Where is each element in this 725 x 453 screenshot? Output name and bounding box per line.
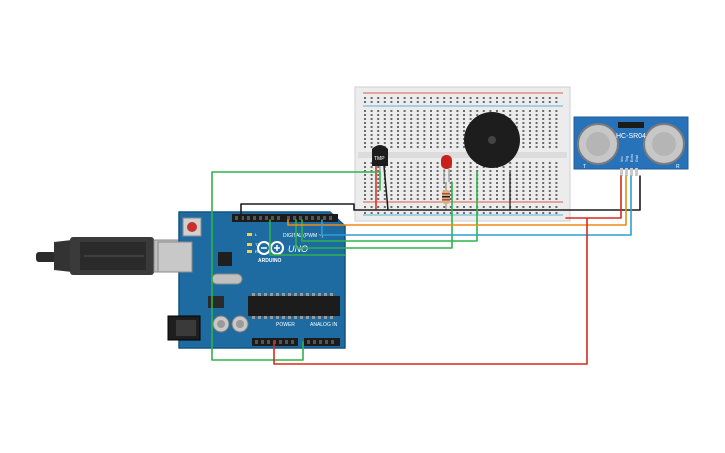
- wire-red-5v[interactable]: [273, 175, 622, 365]
- l-label: L: [255, 232, 258, 237]
- sensor-r-mark: R: [676, 164, 680, 170]
- sensor-t-mark: T: [583, 164, 586, 170]
- wire-orange-trig[interactable]: [287, 175, 627, 226]
- sensor-model-label: HC-SR04: [616, 133, 646, 140]
- atmega-chip: [248, 296, 340, 316]
- tmp-label: TMP: [374, 156, 385, 162]
- usb-socket: [157, 241, 193, 273]
- arduino-board[interactable]: L TX RX DIGITAL (PWM ~) UNO ARDUINO: [157, 211, 346, 349]
- piezo-buzzer[interactable]: [464, 112, 520, 168]
- sensor-pin-echo: Echo: [630, 154, 634, 162]
- digital-header[interactable]: [232, 214, 338, 222]
- temperature-sensor[interactable]: TMP: [372, 145, 389, 211]
- ultrasonic-sensor[interactable]: HC-SR04 T R Vcc Trig Echo Gnd: [573, 116, 689, 176]
- breadboard[interactable]: [354, 86, 571, 222]
- red-led[interactable]: [441, 155, 452, 182]
- analog-header-label: ANALOG IN: [310, 322, 338, 328]
- resistor[interactable]: [442, 182, 450, 210]
- wire-green-buzzer[interactable]: [301, 171, 478, 242]
- reset-button[interactable]: [187, 222, 197, 232]
- digital-header-label: DIGITAL (PWM ~): [283, 233, 323, 239]
- wire-green-led[interactable]: [295, 181, 453, 249]
- brand-label: ARDUINO: [258, 258, 281, 264]
- power-header-label: POWER: [276, 322, 295, 328]
- wire-green-tmp[interactable]: [211, 171, 381, 361]
- wire-green-aux[interactable]: [269, 219, 346, 256]
- model-label: UNO: [288, 244, 308, 254]
- sensor-pin-gnd: Gnd: [635, 155, 639, 162]
- tx-label: TX: [255, 242, 260, 247]
- sensor-pin-trig: Trig: [625, 156, 629, 162]
- wire-black-gnd[interactable]: [240, 175, 641, 221]
- wire-blue-echo[interactable]: [321, 175, 632, 236]
- sensor-pin-vcc: Vcc: [620, 156, 624, 162]
